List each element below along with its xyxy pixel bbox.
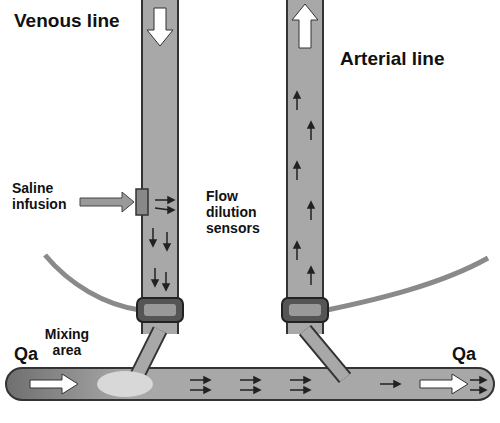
arterial-tube: [286, 0, 324, 334]
access-vessel: [6, 368, 494, 400]
sensor-cable: [327, 258, 488, 310]
flow-arrow: [30, 374, 78, 394]
sensor-cable: [45, 255, 140, 310]
line-label: Arterial line: [340, 48, 445, 70]
infusion-label: Saline infusion: [12, 180, 76, 212]
line-label: Venous line: [14, 10, 120, 32]
arterial-needle: [305, 330, 345, 378]
flow-arrow: [292, 4, 318, 48]
mixing-label: Mixing area: [36, 326, 98, 358]
infusion-port: [136, 189, 148, 215]
venous-tube: [141, 0, 179, 334]
infusion-arrow: [80, 192, 134, 212]
venous-needle: [136, 330, 160, 378]
flow-label: Qa: [452, 344, 476, 365]
sensor-label: Flow dilution sensors: [206, 188, 282, 236]
flow-label: Qa: [14, 344, 38, 365]
flow-sensor: [137, 298, 183, 322]
mixing-zone: [97, 371, 153, 397]
flow-arrow: [420, 374, 468, 394]
flow-sensor: [282, 298, 328, 322]
flow-arrow: [147, 8, 173, 46]
flow-marks: [150, 92, 486, 393]
